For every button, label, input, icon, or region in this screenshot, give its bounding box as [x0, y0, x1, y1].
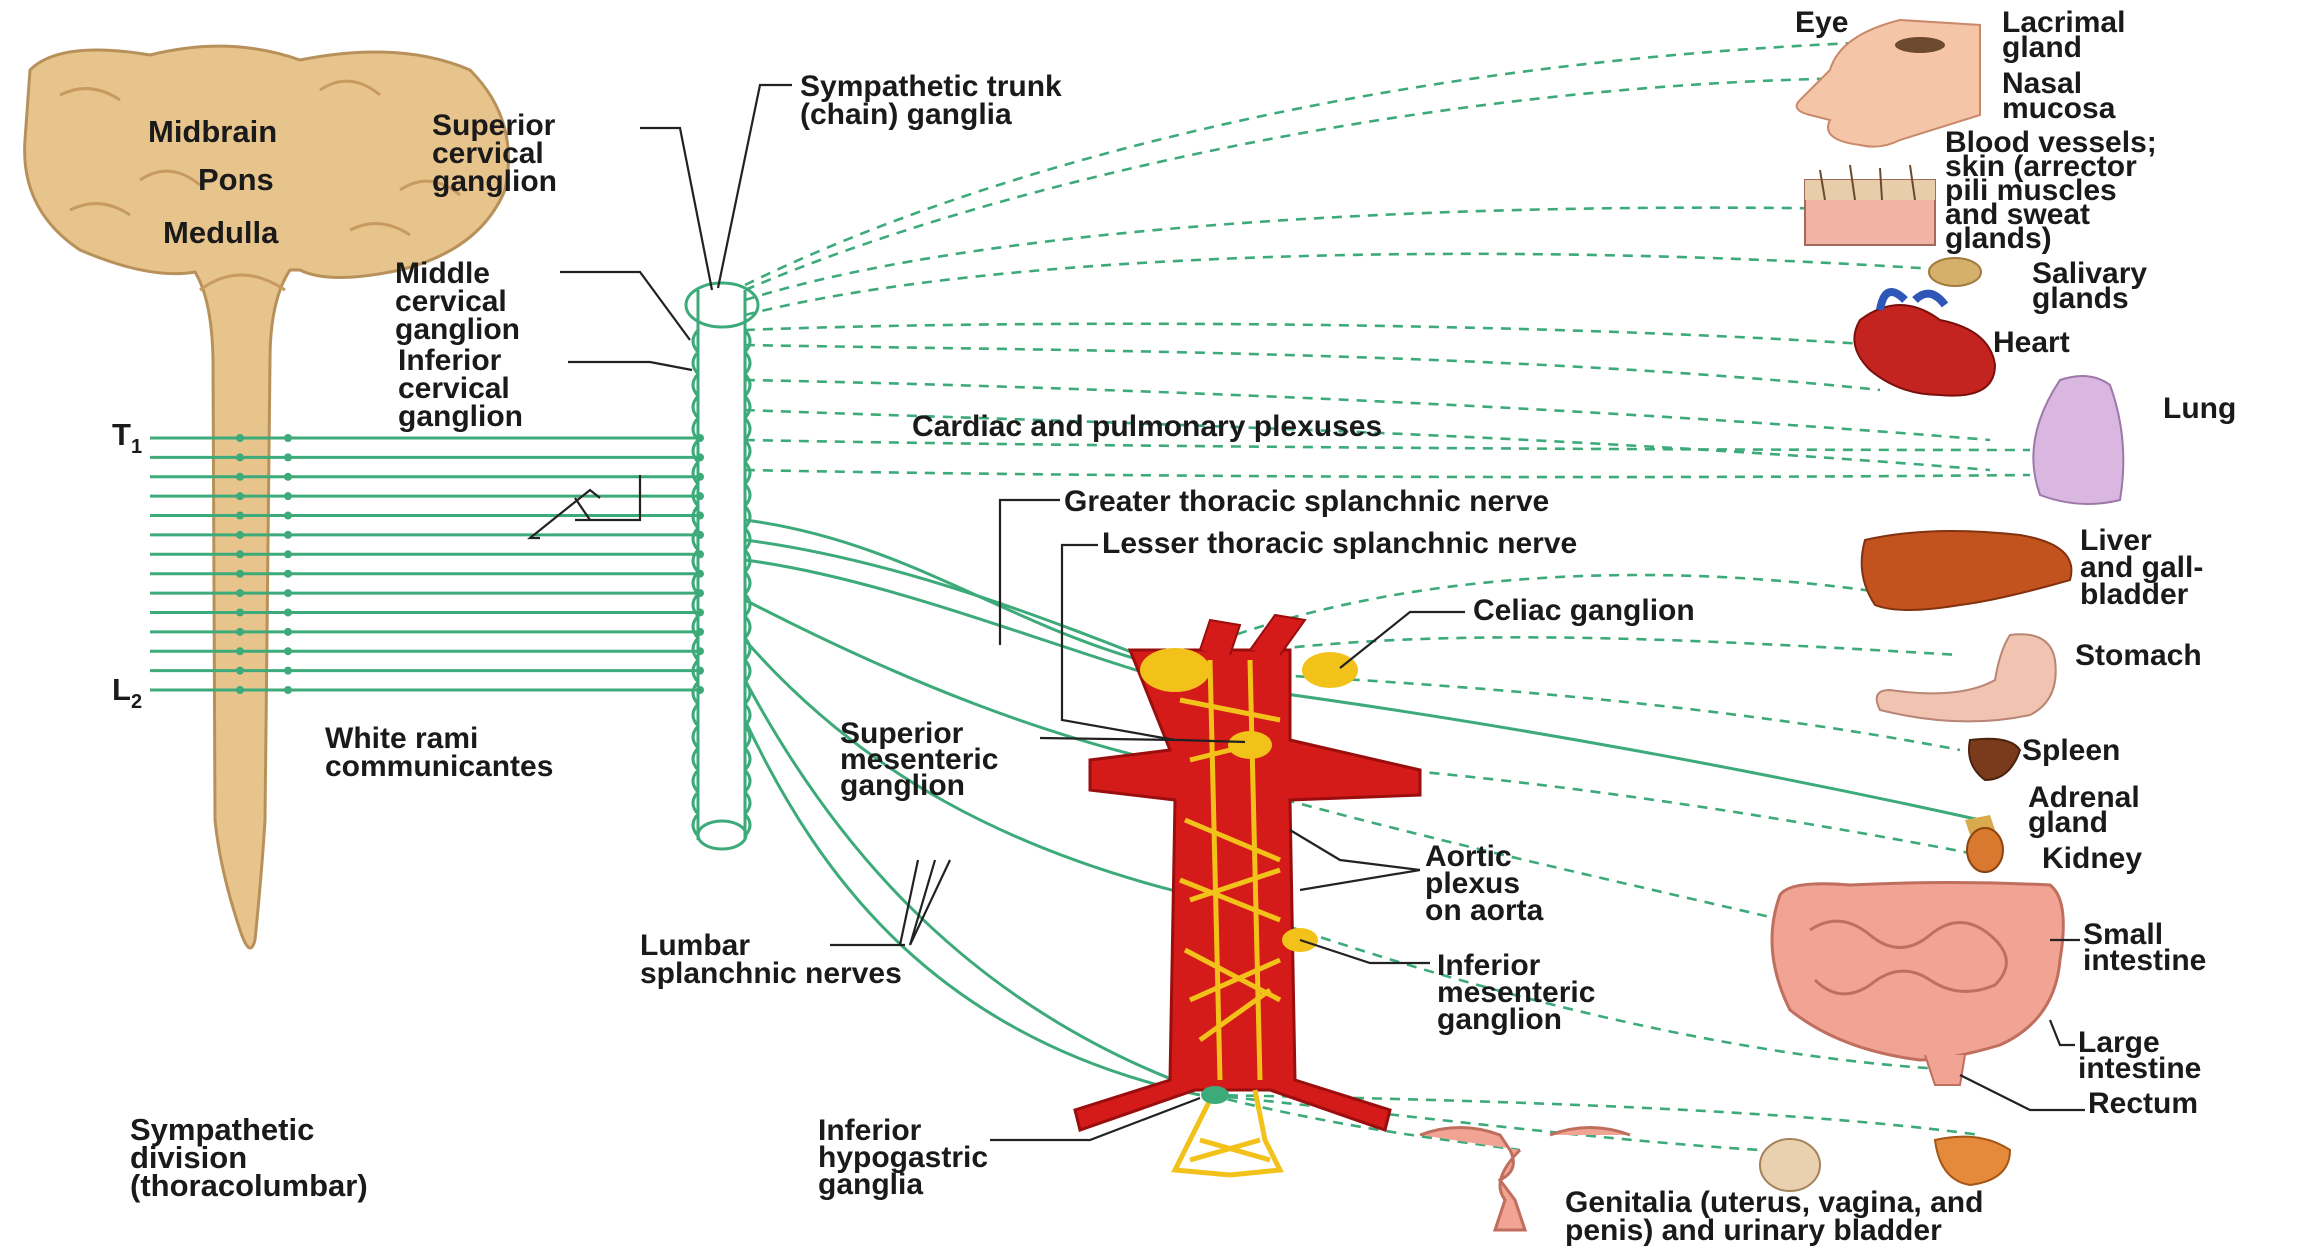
salivary-label: Salivary glands — [2032, 257, 2155, 315]
chain-ganglia — [693, 330, 750, 836]
ramus-node — [284, 570, 292, 578]
hypogastric-plexus — [1175, 1090, 1280, 1175]
ramus-node — [236, 473, 244, 481]
division-title: Sympathetic division (thoracolumbar) — [130, 1112, 368, 1203]
small-intestine-label: Small intestine — [2083, 918, 2206, 977]
testis-shape — [1760, 1139, 1820, 1191]
ramus-node — [236, 647, 244, 655]
medulla-label: Medulla — [163, 215, 279, 250]
rectum-label: Rectum — [2088, 1087, 2198, 1120]
genitalia-label: Genitalia (uterus, vagina, and penis) an… — [1565, 1186, 1992, 1247]
stomach-shape — [1877, 634, 2056, 721]
superior-mesenteric-label: Superior mesenteric ganglion — [840, 717, 1007, 802]
lung-shape — [2033, 376, 2123, 504]
ramus-node — [236, 667, 244, 675]
lacrimal-label: Lacrimal gland — [2002, 6, 2134, 64]
celiac-ganglion — [1140, 648, 1210, 692]
ramus-node — [284, 531, 292, 539]
skin-label: Blood vessels; skin (arrector pili muscl… — [1945, 126, 2165, 255]
ramus-node — [236, 628, 244, 636]
ramus-node — [236, 512, 244, 520]
superior-cervical-label: Superior cervical ganglion — [432, 109, 564, 198]
inferior-cervical-label: Inferior cervical ganglion — [398, 344, 523, 433]
white-rami-label: White rami communicantes — [325, 722, 553, 783]
ramus-node — [284, 628, 292, 636]
heart-label: Heart — [1993, 326, 2070, 359]
chain-trunk — [698, 290, 745, 840]
ramus-node — [284, 608, 292, 616]
superior-mesenteric-ganglion — [1228, 731, 1272, 759]
ramus-node — [284, 473, 292, 481]
spinal-level-labels: T1 L2 — [112, 417, 142, 713]
adrenal-label: Adrenal gland — [2028, 781, 2148, 839]
celiac-ganglion-right — [1302, 652, 1358, 688]
ramus-node — [284, 550, 292, 558]
chain-lower-end — [698, 821, 746, 849]
inferior-hypogastric-ganglion — [1201, 1086, 1229, 1104]
nasal-label: Nasal mucosa — [2002, 67, 2116, 125]
rectum-shape — [1925, 1055, 1965, 1085]
aortic-plexus-label: Aortic plexus on aorta — [1425, 840, 1544, 927]
l2-label: L2 — [112, 672, 142, 713]
ramus-node — [236, 550, 244, 558]
kidney-shape — [1967, 828, 2003, 872]
greater-splanchnic-label: Greater thoracic splanchnic nerve — [1064, 485, 1549, 518]
ramus-node — [284, 667, 292, 675]
ramus-node — [284, 434, 292, 442]
inferior-hypogastric-label: Inferior hypogastric ganglia — [818, 1114, 996, 1201]
liver-shape — [1862, 531, 2072, 610]
lung-label: Lung — [2163, 392, 2236, 425]
heart-shape — [1854, 305, 1995, 396]
kidney-label: Kidney — [2042, 842, 2142, 875]
lesser-splanchnic-label: Lesser thoracic splanchnic nerve — [1102, 527, 1577, 560]
ramus-node — [236, 492, 244, 500]
inferior-mesenteric-label: Inferior mesenteric ganglion — [1437, 949, 1604, 1036]
ramus-node — [236, 434, 244, 442]
spleen-shape — [1969, 739, 2020, 780]
t1-label: T1 — [112, 417, 142, 458]
midbrain-label: Midbrain — [148, 114, 277, 149]
ramus-node — [284, 512, 292, 520]
ramus-node — [236, 453, 244, 461]
liver-label: Liver and gall- bladder — [2080, 524, 2212, 611]
cardiac-pulmonary-label: Cardiac and pulmonary plexuses — [912, 410, 1382, 443]
ramus-node — [236, 531, 244, 539]
eye-shape — [1895, 37, 1945, 53]
salivary-gland-shape — [1929, 258, 1981, 286]
skin-block — [1805, 165, 1935, 245]
intestines-shape — [1772, 883, 2063, 1061]
ramus-node — [236, 608, 244, 616]
middle-cervical-label: Middle cervical ganglion — [395, 257, 520, 346]
stomach-label: Stomach — [2075, 639, 2202, 672]
ramus-node — [284, 686, 292, 694]
ramus-node — [236, 686, 244, 694]
sympathetic-chain — [686, 283, 758, 849]
ramus-node — [284, 453, 292, 461]
celiac-ganglion-label: Celiac ganglion — [1473, 594, 1695, 627]
ramus-node — [236, 570, 244, 578]
bladder-shape — [1935, 1137, 2010, 1185]
ramus-node — [284, 647, 292, 655]
ramus-node — [236, 589, 244, 597]
pons-label: Pons — [198, 162, 274, 197]
ramus-node — [284, 492, 292, 500]
large-intestine-label: Large intestine — [2078, 1026, 2201, 1085]
spleen-label: Spleen — [2022, 734, 2120, 767]
lumbar-splanchnic-label: Lumbar splanchnic nerves — [640, 929, 902, 990]
sympathetic-trunk-label: Sympathetic trunk (chain) ganglia — [800, 70, 1070, 131]
ramus-node — [284, 589, 292, 597]
eye-label: Eye — [1795, 6, 1848, 39]
aorta-with-plexus — [1075, 615, 1420, 1175]
